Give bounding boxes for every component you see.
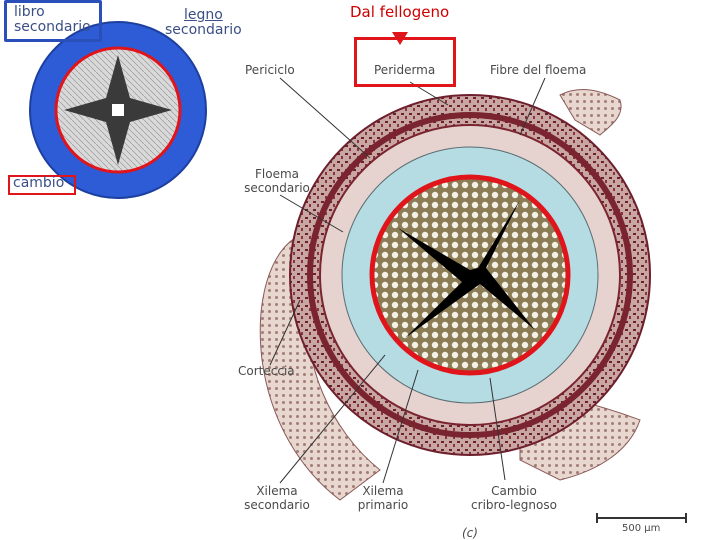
label-xilema-sec-line1: Xilema [256, 484, 298, 498]
leader-xilema-pri [382, 369, 419, 484]
leader-floema [279, 194, 344, 233]
inset-label-legno-line2: secondario [165, 22, 242, 38]
periderma-highlight-box [354, 37, 456, 87]
leader-fibre [519, 77, 546, 136]
leader-cambio [489, 377, 506, 481]
leader-corteccia [269, 299, 301, 366]
label-corteccia: Corteccia [238, 364, 295, 378]
label-xilema-sec-line2: secondario [244, 498, 310, 512]
label-floema-line1: Floema [254, 167, 299, 181]
label-periderma: Periderma [374, 63, 436, 77]
label-cambio-cribro: Cambio cribro-legnoso [466, 484, 562, 512]
cortex-lobe-left [259, 234, 381, 501]
primary-xylem-star [398, 200, 535, 338]
inset-cambio-box [8, 175, 76, 195]
inset-label-legno-line1: legno [183, 7, 223, 23]
caption-dal-fellogeno: Dal fellogeno [350, 3, 450, 21]
label-xilema-primario: Xilema primario [348, 484, 418, 512]
inset-label-libro: libro secondario [14, 5, 91, 35]
label-floema-line2: secondario [244, 181, 310, 195]
label-xilema-pri-line1: Xilema [362, 484, 404, 498]
label-scale-bar: 500 µm [622, 523, 661, 534]
label-xilema-pri-line2: primario [357, 498, 409, 512]
xylem-red-outline [369, 174, 571, 376]
inset-libro-box [4, 0, 102, 42]
label-periciclo: Periciclo [245, 63, 295, 77]
inset-label-libro-line1: libro [14, 4, 45, 20]
periderm-flap [559, 89, 622, 136]
inset-label-cambio: cambio [13, 175, 65, 191]
leader-xilema-sec [279, 354, 386, 484]
inset-label-libro-line2: secondario [14, 19, 91, 35]
inset-diagram [0, 0, 240, 199]
inset-label-legno: legno secondario [165, 8, 242, 38]
label-cambio-line1: Cambio [491, 484, 537, 498]
label-floema-secondario: Floema secondario [240, 167, 314, 195]
label-cambio-line2: cribro-legnoso [471, 498, 557, 512]
label-xilema-secondario: Xilema secondario [240, 484, 314, 512]
leader-periciclo [279, 77, 371, 159]
label-fibre-floema: Fibre del floema [490, 63, 587, 77]
phloem-fibres-ring [307, 112, 633, 438]
label-figure-letter: (c) [462, 526, 478, 540]
